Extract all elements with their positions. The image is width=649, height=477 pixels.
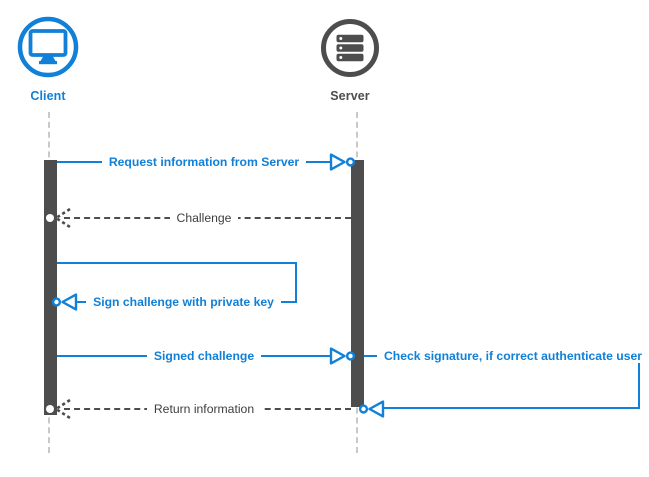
activation-bar-client <box>43 160 57 415</box>
open-arrowhead-right-icon <box>329 153 355 171</box>
activation-bar-server <box>350 160 364 407</box>
message-endpoint-dot <box>45 214 54 222</box>
actor-label-client: Client <box>30 89 66 103</box>
monitor-icon <box>17 16 79 78</box>
open-arrowhead-left-icon <box>359 400 385 418</box>
message-label-challenge: Challenge <box>56 210 352 227</box>
message-label-signed-challenge: Signed challenge <box>56 348 352 365</box>
self-loop-client <box>56 261 297 303</box>
server-stack-icon <box>321 19 379 77</box>
message-label-sign-challenge: Sign challenge with private key <box>70 294 297 311</box>
open-arrowhead-left-icon <box>52 293 78 311</box>
message-label-return-info: Return information <box>56 401 352 418</box>
message-endpoint-dot <box>45 405 54 413</box>
self-loop-server-return-line <box>378 406 640 409</box>
dashed-arrowhead-left-icon <box>53 207 71 229</box>
dashed-arrowhead-left-icon <box>53 398 71 420</box>
message-label-request-info: Request information from Server <box>56 154 352 171</box>
actor-label-server: Server <box>330 89 370 103</box>
message-label-check-signature: Check signature, if correct authenticate… <box>377 348 649 365</box>
open-arrowhead-right-icon <box>329 347 355 365</box>
